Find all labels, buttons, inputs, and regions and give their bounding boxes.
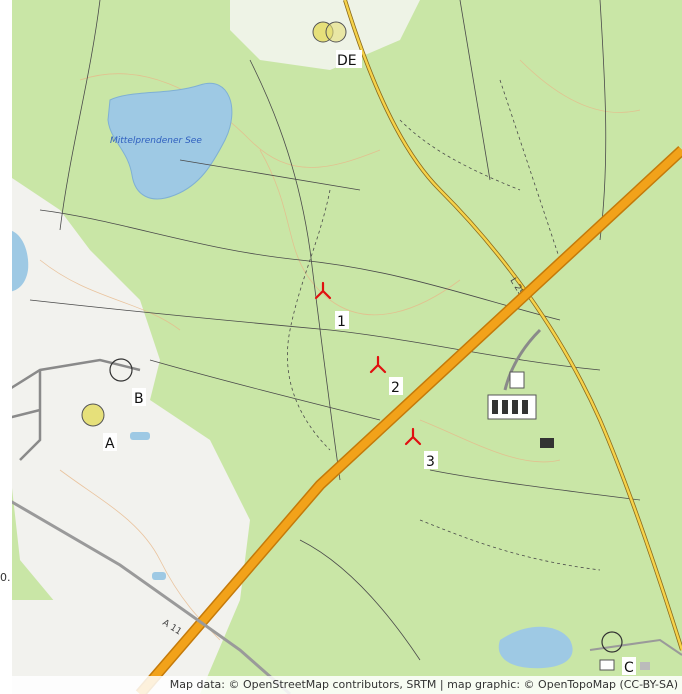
marker-label-b: B [134,391,144,407]
forest-tracks [29,0,641,661]
road-lower-diagonal [0,493,291,694]
map-attribution: Map data: © OpenStreetMap contributors, … [0,676,682,694]
turbine-labels: 1 2 3 [335,311,438,470]
lake-label: Mittelprendener See [110,136,202,146]
pond-small-a [130,432,150,440]
industrial-facility [487,328,554,448]
marker-labels: A B C DE [103,50,636,676]
turbine-label-2: 2 [391,380,400,396]
lake-mittelprendener-see [107,82,233,200]
turbine-markers[interactable] [314,281,422,446]
turbine-label-3: 3 [426,454,435,470]
pond-bottom-right [498,626,573,669]
motorway-a11 [136,147,682,694]
road-l294-fill [343,0,682,651]
left-gutter [0,0,12,694]
marker-label-a: A [105,436,115,452]
marker-e[interactable] [325,21,347,43]
turbine-1[interactable] [314,281,332,300]
turbine-3[interactable] [404,427,422,446]
marker-c[interactable] [601,631,623,653]
circle-markers[interactable] [81,21,623,653]
side-fragment: 0. [0,571,11,584]
marker-label-c: C [624,660,634,676]
marker-b[interactable] [109,358,133,382]
dashed-paths [287,79,601,571]
marker-a[interactable] [81,403,105,427]
turbine-2[interactable] [369,355,387,374]
settlement-bottom-right [589,638,682,671]
marker-label-de: DE [337,53,357,69]
turbine-label-1: 1 [337,314,346,330]
pond-small-b [152,572,166,580]
